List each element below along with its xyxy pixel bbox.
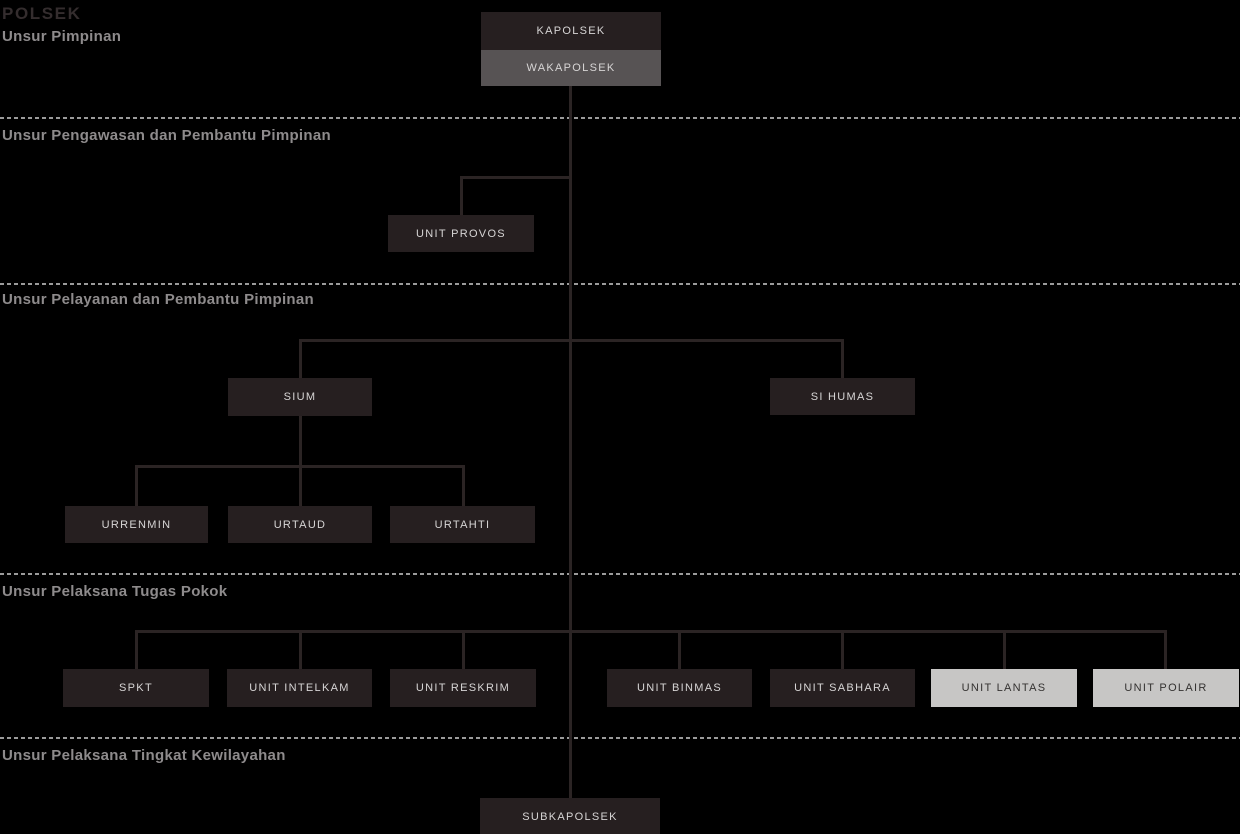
connector-sium-down [299,415,302,467]
connector-trunk [569,86,572,798]
section-heading-tugas-pokok: Unsur Pelaksana Tugas Pokok [2,583,228,600]
section-heading-pimpinan: Unsur Pimpinan [2,28,122,45]
section-heading-pengawasan: Unsur Pengawasan dan Pembantu Pimpinan [2,127,331,144]
connector-lantas-drop [1003,630,1006,669]
node-urtahti: URTAHTI [390,506,535,543]
section-heading-kewilayahan: Unsur Pelaksana Tingkat Kewilayahan [2,747,286,764]
node-wakapolsek: WAKAPOLSEK [481,50,661,86]
node-unit-provos: UNIT PROVOS [388,215,534,252]
node-kapolsek: KAPOLSEK [481,12,661,50]
connector-tugas-pokok-horizontal [135,630,1167,633]
node-unit-sabhara: UNIT SABHARA [770,669,915,707]
section-divider [0,573,1240,575]
node-spkt: SPKT [63,669,209,707]
node-sium: SIUM [228,378,372,416]
section-divider [0,283,1240,285]
connector-sabhara-drop [841,630,844,669]
node-urrenmin: URRENMIN [65,506,208,543]
connector-binmas-drop [678,630,681,669]
connector-provos-horizontal [460,176,572,179]
connector-polair-drop [1164,630,1167,669]
node-unit-intelkam: UNIT INTELKAM [227,669,372,707]
connector-urrenmin-drop [135,465,138,506]
node-unit-binmas: UNIT BINMAS [607,669,752,707]
connector-provos-drop [460,176,463,216]
connector-sihumas-drop [841,339,844,379]
node-unit-reskrim: UNIT RESKRIM [390,669,536,707]
node-si-humas: SI HUMAS [770,378,915,415]
connector-intelkam-drop [299,630,302,669]
connector-urtaud-drop [299,465,302,506]
node-urtaud: URTAUD [228,506,372,543]
node-unit-polair: UNIT POLAIR [1093,669,1239,707]
connector-pelayanan-horizontal [299,339,844,342]
connector-urtahti-drop [462,465,465,506]
connector-reskrim-drop [462,630,465,669]
node-subkapolsek: SUBKAPOLSEK [480,798,660,834]
section-divider [0,117,1240,119]
connector-sium-drop [299,339,302,379]
node-unit-lantas: UNIT LANTAS [931,669,1077,707]
connector-spkt-drop [135,630,138,669]
section-heading-pelayanan: Unsur Pelayanan dan Pembantu Pimpinan [2,291,315,308]
page-title: POLSEK [2,4,82,23]
section-divider [0,737,1240,739]
